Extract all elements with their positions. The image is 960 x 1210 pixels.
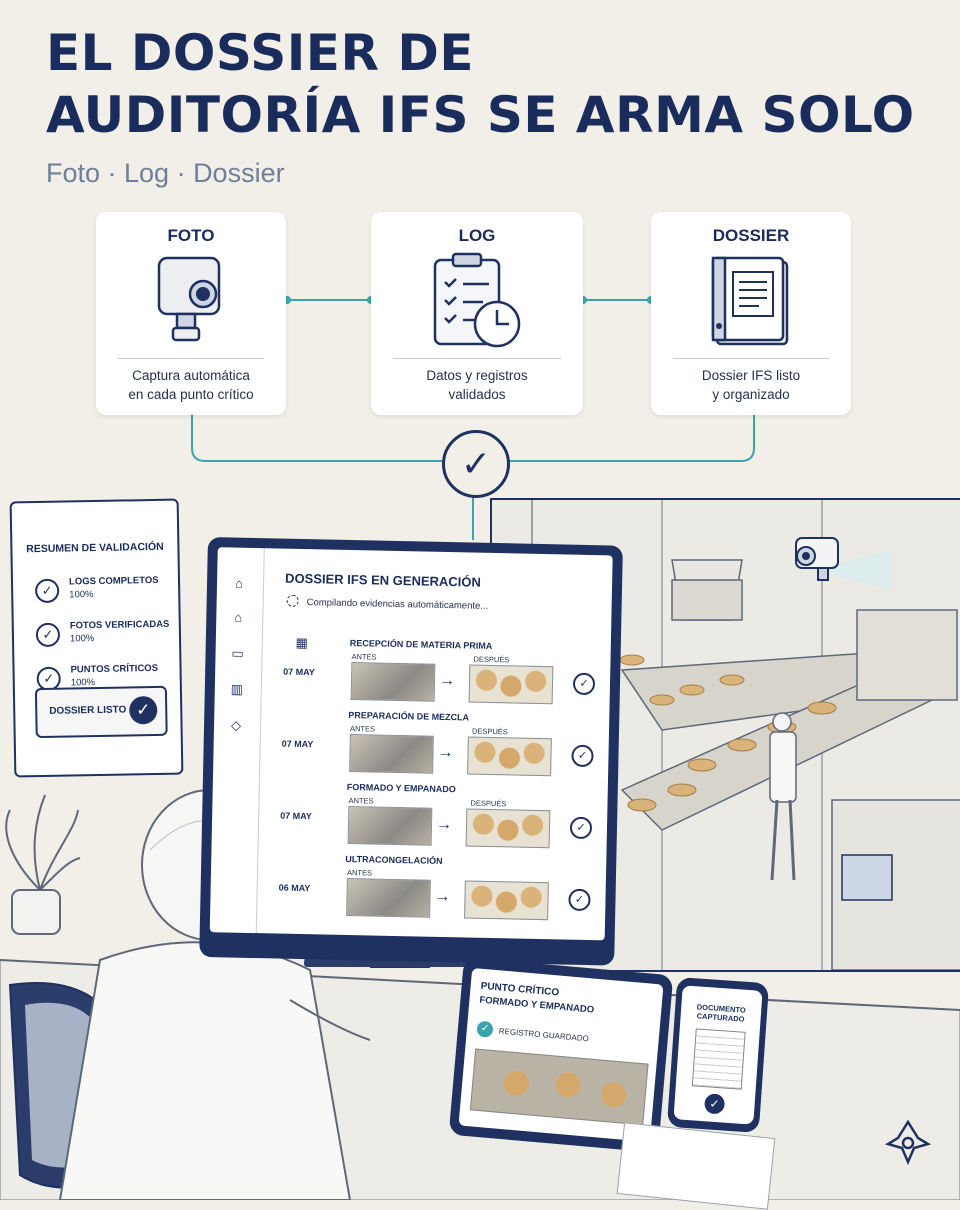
after-photo bbox=[465, 808, 551, 849]
timeline-step[interactable]: 07 MAY RECEPCIÓN DE MATERIA PRIMA ANTES … bbox=[260, 636, 610, 715]
step-name: RECEPCIÓN DE MATERIA PRIMA bbox=[349, 637, 493, 651]
page-title: EL DOSSIER DE AUDITORÍA IFS SE ARMA SOLO bbox=[46, 22, 946, 146]
title-line-2: AUDITORÍA IFS SE ARMA SOLO bbox=[46, 86, 915, 144]
screen-title: DOSSIER IFS EN GENERACIÓN bbox=[284, 570, 482, 590]
step-name: FORMADO Y EMPANADO bbox=[346, 781, 456, 795]
check-icon: ✓ bbox=[442, 430, 510, 498]
card-title: DOSSIER bbox=[712, 226, 790, 245]
dossier-screen: ⌂ ⌂ ▭ ▥ ◇ DOSSIER IFS EN GENERACIÓN Comp… bbox=[209, 547, 613, 941]
folder-icon[interactable]: ▭ bbox=[231, 645, 244, 661]
after-photo bbox=[464, 880, 549, 921]
after-photo bbox=[468, 664, 554, 705]
timeline-step[interactable]: 07 MAY FORMADO Y EMPANADO ANTES DESPUÉS … bbox=[257, 780, 607, 859]
check-icon: ✓ bbox=[572, 672, 596, 696]
before-photo bbox=[347, 805, 433, 846]
step-name: ULTRACONGELACIÓN bbox=[345, 853, 443, 866]
step-card-foto: FOTO Captura automática en cada punto cr… bbox=[96, 212, 286, 415]
validation-summary-panel: RESUMEN DE VALIDACIÓN ✓ LOGS COMPLETOS 1… bbox=[9, 498, 184, 778]
tablet-status: REGISTRO GUARDADO bbox=[498, 1026, 590, 1044]
before-photo bbox=[350, 662, 436, 702]
card-divider bbox=[118, 358, 264, 359]
phone: DOCUMENTO CAPTURADO ✓ bbox=[666, 976, 770, 1134]
chart-icon[interactable]: ▥ bbox=[230, 681, 244, 697]
card-description: Datos y registros validados bbox=[426, 368, 528, 402]
brand-logo-icon bbox=[884, 1119, 932, 1166]
step-date: 07 MAY bbox=[280, 810, 312, 822]
before-label: ANTES bbox=[348, 796, 374, 806]
card-divider bbox=[673, 358, 829, 359]
before-label: ANTES bbox=[346, 867, 373, 878]
validation-label: LOGS COMPLETOS bbox=[68, 574, 159, 588]
before-label: ANTES bbox=[349, 724, 376, 734]
tablet-photo bbox=[469, 1048, 649, 1126]
phone-title: DOCUMENTO CAPTURADO bbox=[680, 1001, 761, 1025]
monitor: ⌂ ⌂ ▭ ▥ ◇ DOSSIER IFS EN GENERACIÓN Comp… bbox=[199, 537, 623, 966]
step-card-log: LOG Datos y registros validados bbox=[371, 212, 583, 415]
card-title: FOTO bbox=[167, 226, 215, 245]
shield-icon[interactable]: ◇ bbox=[230, 717, 242, 733]
arrow-right-icon: → bbox=[435, 815, 453, 834]
validation-value: 100% bbox=[69, 589, 94, 601]
card-divider bbox=[393, 358, 561, 359]
binder-icon bbox=[711, 256, 789, 346]
validation-title: RESUMEN DE VALIDACIÓN bbox=[26, 540, 164, 556]
before-photo bbox=[349, 734, 434, 774]
check-icon: ✓ bbox=[569, 816, 593, 840]
check-icon: ✓ bbox=[571, 744, 594, 768]
tablet-subtitle: FORMADO Y EMPANADO bbox=[478, 994, 595, 1016]
home-icon[interactable]: ⌂ bbox=[234, 575, 244, 591]
step-date: 07 MAY bbox=[283, 666, 315, 678]
step-date: 07 MAY bbox=[281, 738, 314, 750]
card-title: LOG bbox=[458, 226, 496, 245]
card-description: Captura automática en cada punto crítico bbox=[128, 368, 254, 402]
timeline-step[interactable]: 06 MAY ULTRACONGELACIÓN ANTES → ✓ bbox=[256, 852, 606, 931]
validation-label: PUNTOS CRÍTICOS bbox=[70, 662, 159, 676]
clipboard-clock-icon bbox=[433, 252, 521, 348]
validation-value: 100% bbox=[69, 633, 95, 645]
check-icon: ✓ bbox=[35, 622, 61, 648]
after-photo bbox=[467, 736, 552, 777]
card-description: Dossier IFS listo y organizado bbox=[701, 368, 801, 402]
check-icon: ✓ bbox=[476, 1020, 494, 1038]
validation-row: ✓ FOTOS VERIFICADAS 100% bbox=[35, 617, 177, 655]
step-card-dossier: DOSSIER Dossier IFS listo y organizado bbox=[651, 212, 851, 415]
after-label: DESPUÉS bbox=[471, 726, 508, 737]
dossier-ready-label: DOSSIER LISTO bbox=[49, 704, 127, 717]
before-photo bbox=[346, 877, 431, 918]
plant-illustration bbox=[5, 794, 81, 935]
arrow-right-icon: → bbox=[434, 887, 451, 906]
screen-subtitle: Compilando evidencias automáticamente... bbox=[306, 597, 489, 612]
camera-icon bbox=[157, 256, 221, 342]
loading-spinner-icon bbox=[286, 594, 299, 607]
phone-screen[interactable]: DOCUMENTO CAPTURADO ✓ bbox=[673, 985, 763, 1125]
title-line-1: EL DOSSIER DE bbox=[46, 24, 475, 82]
tablet-screen[interactable]: PUNTO CRÍTICO FORMADO Y EMPANADO ✓ REGIS… bbox=[458, 967, 664, 1143]
check-icon: ✓ bbox=[34, 578, 60, 604]
document-icon bbox=[691, 1028, 746, 1090]
building-icon[interactable]: ⌂ bbox=[234, 609, 243, 625]
step-name: PREPARACIÓN DE MEZCLA bbox=[348, 709, 470, 723]
arrow-right-icon: → bbox=[437, 743, 454, 762]
after-label: DESPUÉS bbox=[470, 798, 507, 809]
check-icon: ✓ bbox=[568, 888, 591, 912]
timeline-step[interactable]: 07 MAY PREPARACIÓN DE MEZCLA ANTES DESPU… bbox=[259, 708, 609, 787]
before-label: ANTES bbox=[351, 652, 377, 662]
check-icon: ✓ bbox=[703, 1093, 726, 1115]
after-label: DESPUÉS bbox=[473, 654, 510, 665]
step-date: 06 MAY bbox=[278, 882, 311, 894]
validation-label: FOTOS VERIFICADAS bbox=[69, 618, 170, 632]
page-subtitle: Foto · Log · Dossier bbox=[46, 158, 285, 188]
validation-row: ✓ LOGS COMPLETOS 100% bbox=[34, 573, 176, 611]
check-icon: ✓ bbox=[129, 695, 158, 725]
security-camera-icon bbox=[795, 537, 839, 581]
arrow-right-icon: → bbox=[438, 671, 456, 690]
dossier-ready-button[interactable]: DOSSIER LISTO ✓ bbox=[34, 685, 168, 739]
